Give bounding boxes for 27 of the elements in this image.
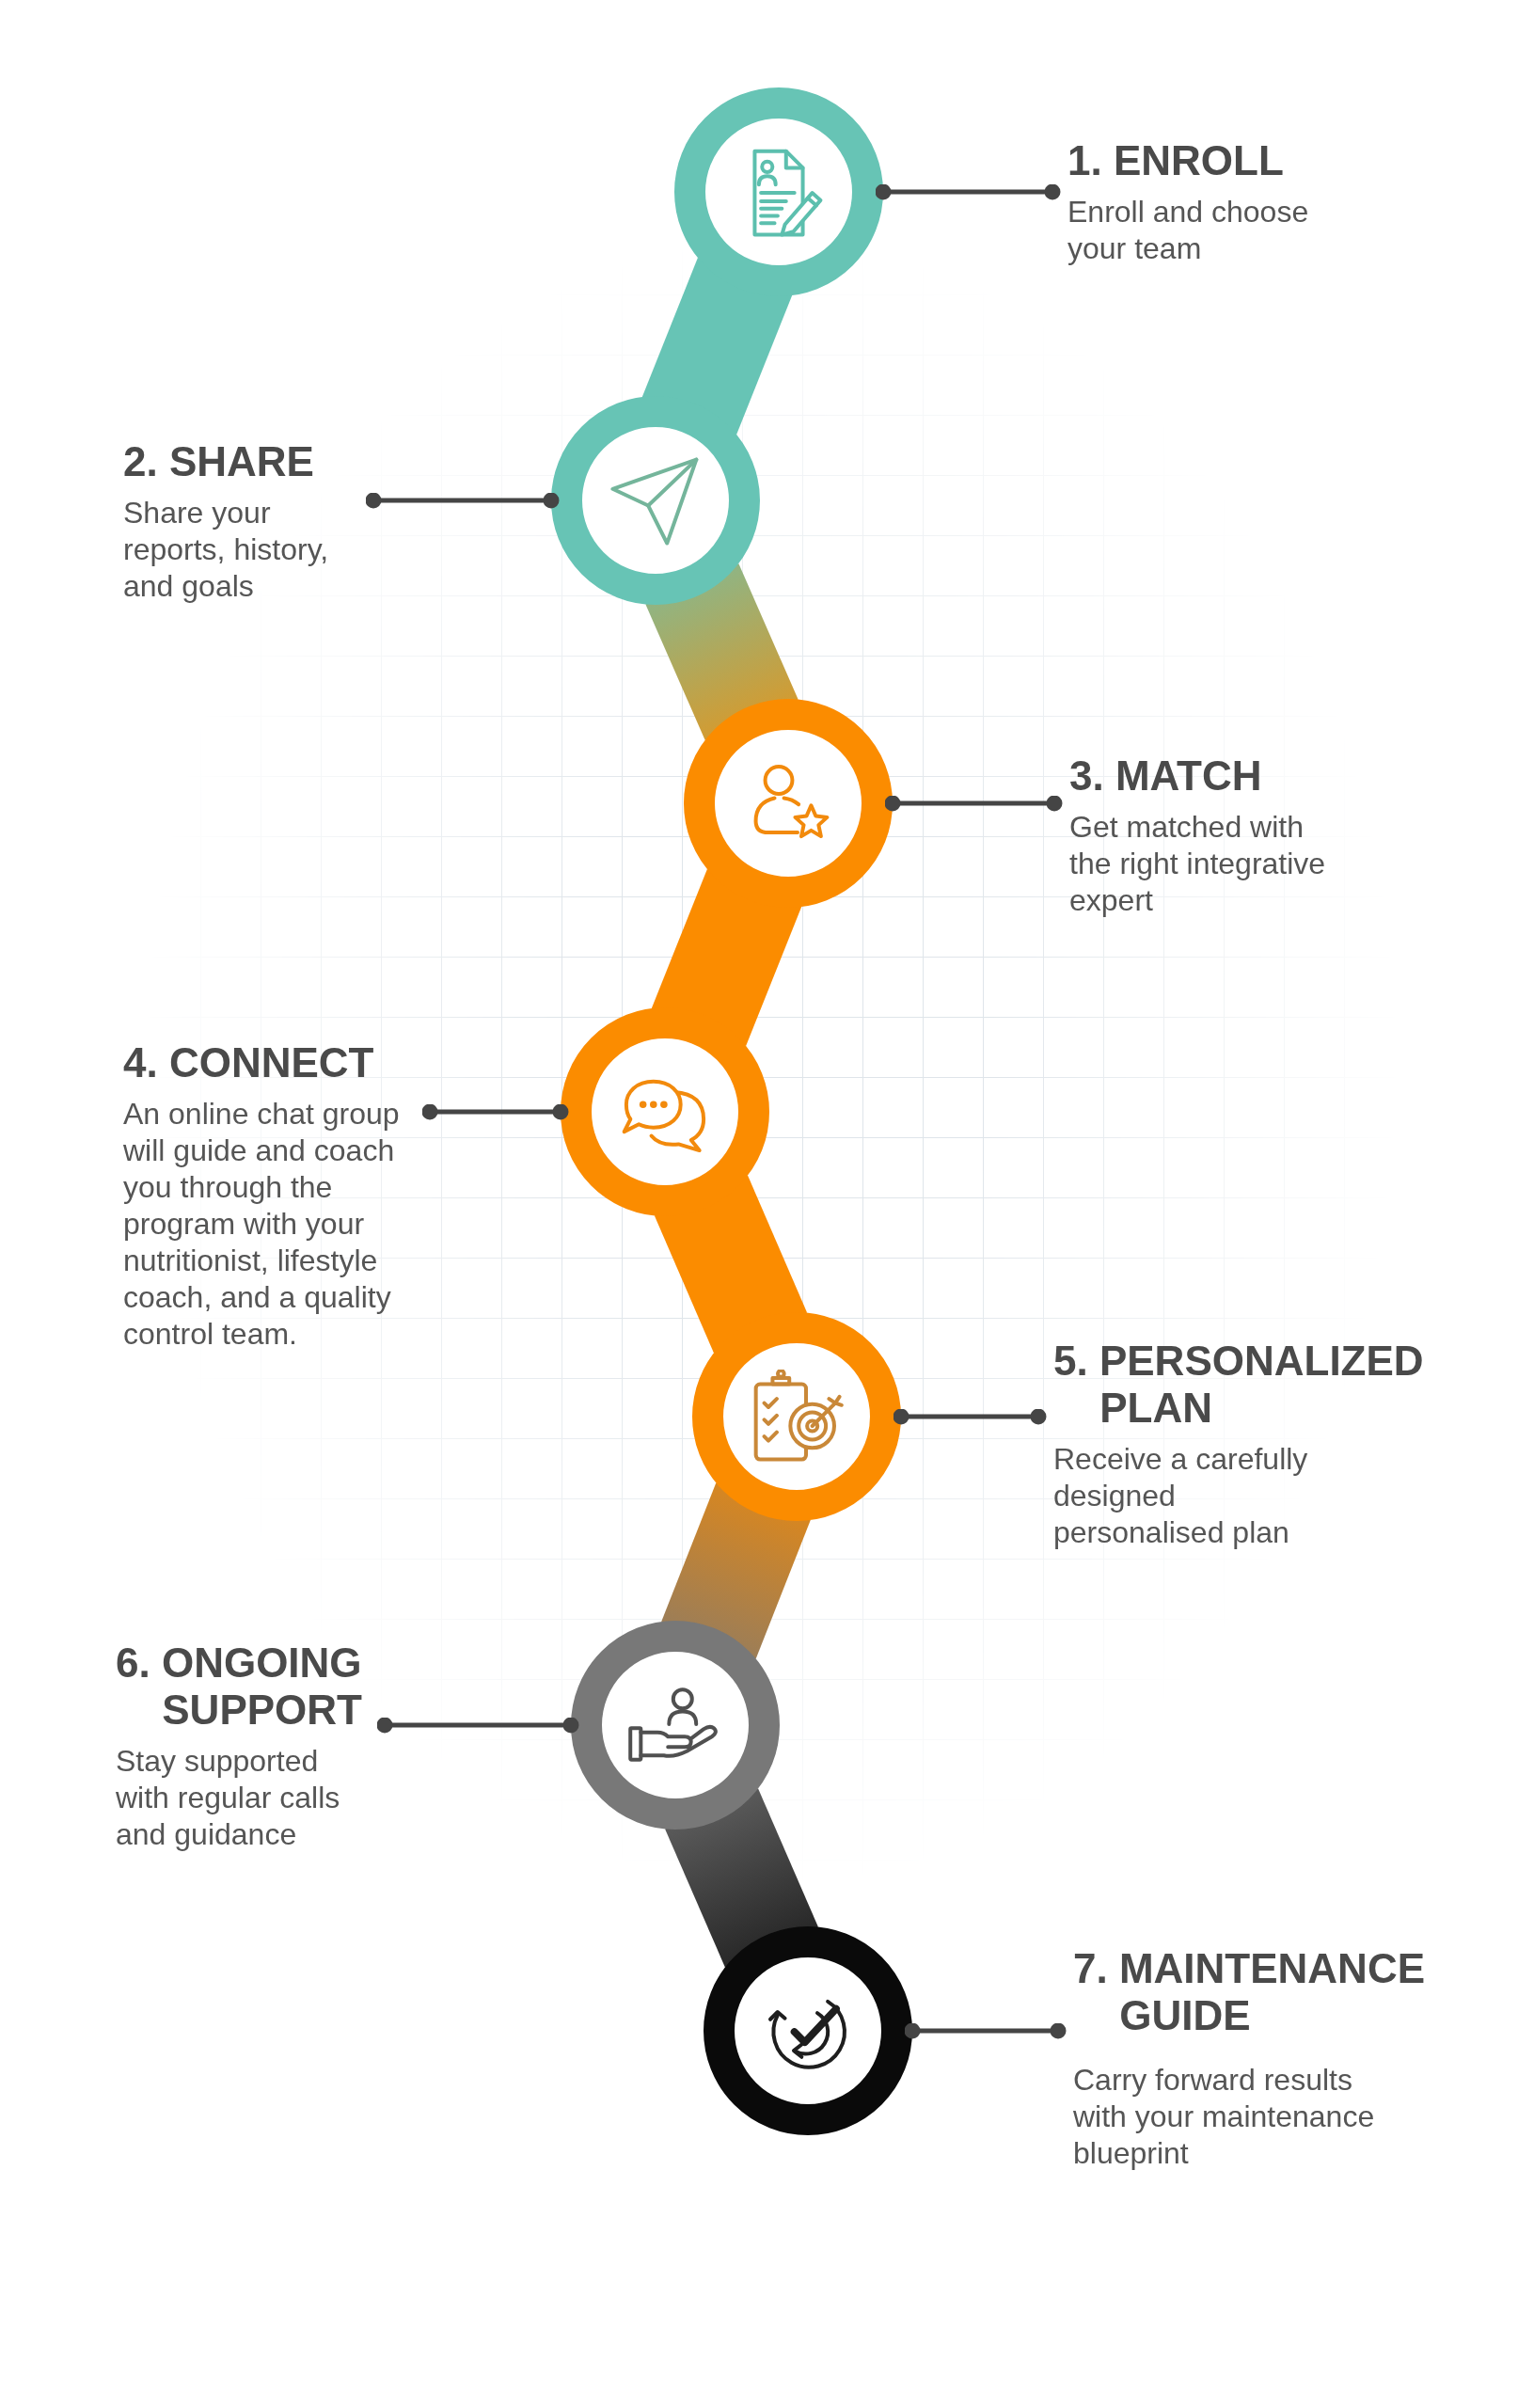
connector-band — [654, 1175, 808, 1354]
connector-band — [641, 258, 793, 435]
step-description: Receive a carefully designed personalised plan — [1053, 1441, 1309, 1551]
step-description: An online chat group will guide and coach you through the program with your nutritionist, lifestyle coach, and a quality control team. — [123, 1096, 401, 1353]
leader-line — [365, 492, 560, 509]
connector-band — [661, 1482, 811, 1659]
leader-line — [904, 2022, 1067, 2039]
connector-band — [651, 869, 802, 1046]
connector-band — [665, 1788, 818, 1968]
step-title: 2. SHARE — [123, 438, 315, 485]
step-description: Stay supported with regular calls and guidance — [116, 1743, 341, 1853]
leader-line — [421, 1103, 569, 1120]
leader-line — [376, 1717, 579, 1734]
step-description: Share your reports, history, and goals — [123, 495, 330, 605]
step-title: 6. ONGOING SUPPORT — [116, 1640, 363, 1734]
step-title: 5. PERSONALIZED PLAN — [1053, 1338, 1425, 1432]
step-title: 4. CONNECT — [123, 1039, 375, 1086]
step-description: Get matched with the right integrative expert — [1069, 809, 1327, 919]
leader-line — [875, 183, 1061, 200]
leader-line — [893, 1408, 1047, 1425]
leader-line — [884, 795, 1063, 812]
step-title: 3. MATCH — [1069, 752, 1263, 800]
step-description: Carry forward results with your maintenance blueprint — [1073, 2062, 1376, 2172]
step-description: Enroll and choose your team — [1067, 194, 1310, 267]
step-title: 1. ENROLL — [1067, 137, 1285, 184]
connector-band — [645, 563, 799, 740]
step-title: 7. MAINTENANCE GUIDE — [1073, 1945, 1427, 2039]
